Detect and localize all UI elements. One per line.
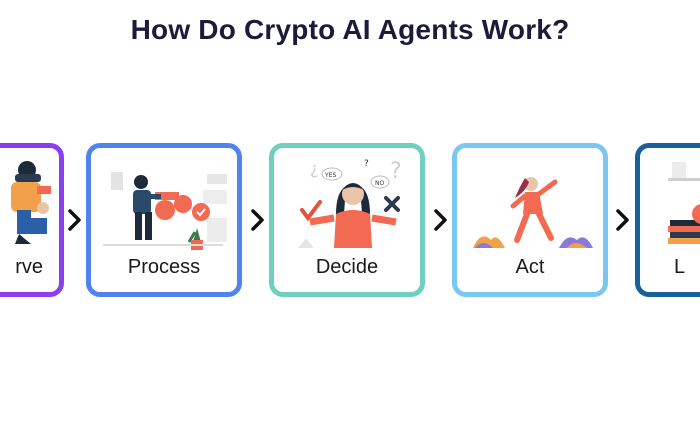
step-card-observe: rve: [0, 143, 64, 297]
observe-illustration: [11, 161, 51, 244]
step-label-process: Process: [127, 256, 201, 278]
chevron-right-icon: [434, 209, 447, 231]
step-label-observe: rve: [15, 256, 43, 278]
chevron-right-icon: [616, 209, 629, 231]
svg-text:¿: ¿: [310, 159, 319, 178]
step-label-learn: L: [674, 256, 686, 278]
page-title: How Do Crypto AI Agents Work?: [130, 14, 570, 45]
step-card-act: Act: [452, 143, 608, 297]
yes-bubble: YES: [324, 172, 336, 179]
process-illustration: [103, 172, 227, 250]
step-card-decide: ¿ ? YES ? NO Decide: [269, 143, 425, 297]
act-illustration: [473, 177, 593, 248]
no-bubble: NO: [375, 180, 384, 187]
chevron-right-icon: [68, 209, 81, 231]
learn-illustration: [668, 162, 700, 244]
step-label-decide: Decide: [315, 256, 379, 278]
step-label-act: Act: [515, 256, 545, 278]
step-card-process: Process: [86, 143, 242, 297]
svg-text:?: ?: [390, 159, 402, 184]
step-card-learn: L: [635, 143, 700, 297]
decide-illustration: ¿ ? YES ? NO: [298, 159, 402, 248]
question-bubble: ?: [364, 159, 369, 169]
chevron-right-icon: [251, 209, 264, 231]
